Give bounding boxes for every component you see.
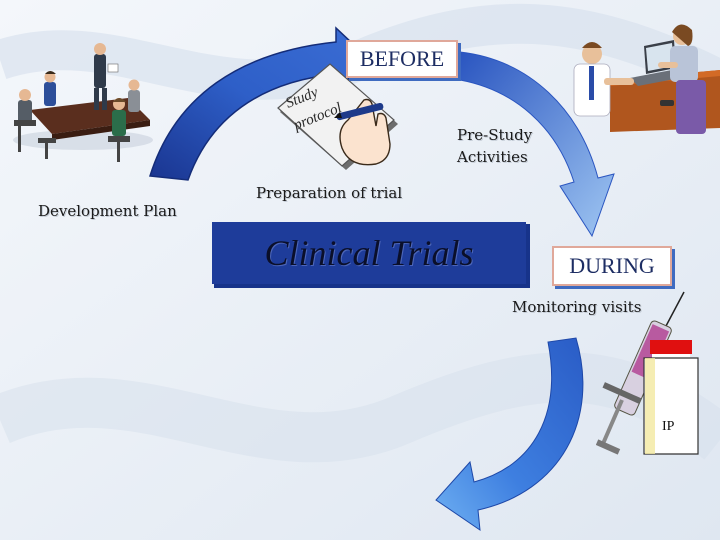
during-label-text: DURING xyxy=(569,253,655,278)
pre-study-label: Pre-Study xyxy=(457,126,533,144)
preparation-label: Preparation of trial xyxy=(256,184,403,202)
before-label: BEFORE xyxy=(346,40,458,78)
office-workers-clipart-icon xyxy=(573,24,720,134)
development-plan-label: Development Plan xyxy=(38,202,177,220)
meeting-clipart-icon xyxy=(13,43,153,162)
before-label-text: BEFORE xyxy=(359,46,445,71)
page-title: Clinical Trials xyxy=(264,233,474,273)
title-box: Clinical Trials xyxy=(212,222,530,288)
protocol-hand-pen-icon: Study protocol xyxy=(277,63,398,170)
activities-label: Activities xyxy=(457,148,528,166)
ip-bottle-icon: IP xyxy=(643,340,699,455)
ip-label: IP xyxy=(662,419,675,434)
monitoring-label: Monitoring visits xyxy=(512,298,642,316)
during-label: DURING xyxy=(552,246,672,286)
